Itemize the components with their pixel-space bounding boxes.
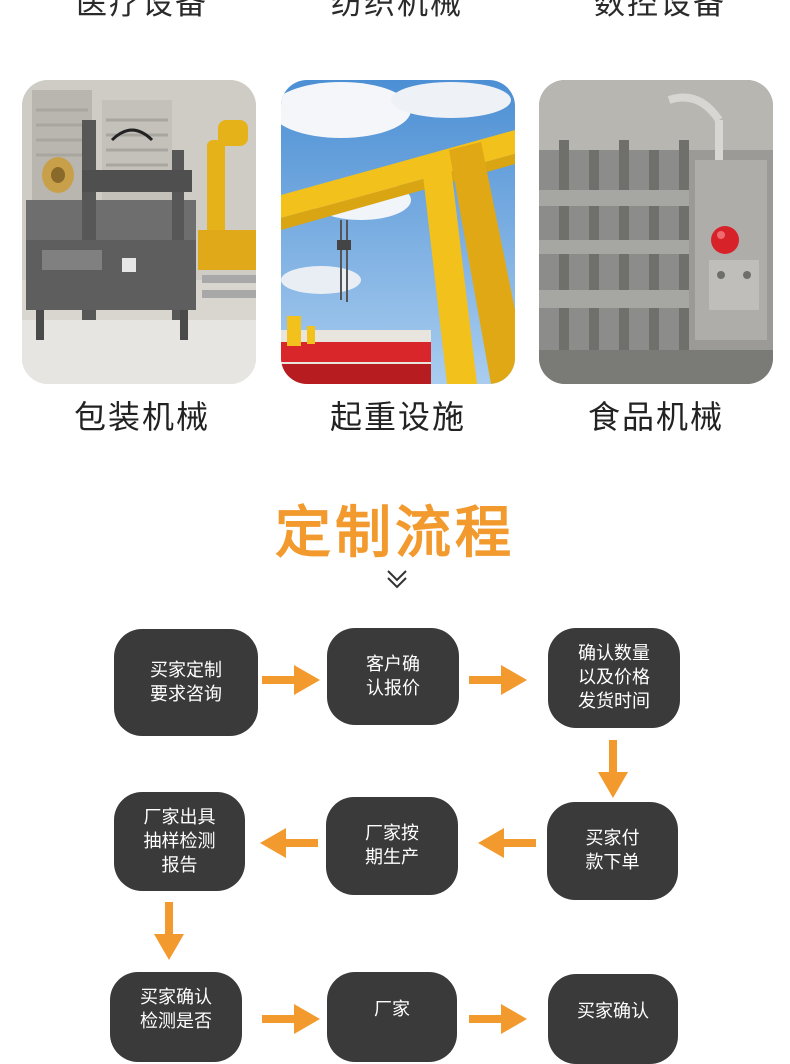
arrow-right-icon bbox=[469, 1004, 527, 1034]
step-confirm-quote: 客户确 认报价 bbox=[327, 628, 459, 725]
step-label: 买家确认 bbox=[577, 1001, 649, 1022]
gantry-crane-photo bbox=[281, 80, 515, 384]
food-machine-photo bbox=[539, 80, 773, 384]
step-manufacturer: 厂家 bbox=[327, 972, 457, 1062]
category-label-textile: 纺织机械 bbox=[331, 0, 463, 22]
arrow-down-icon bbox=[154, 902, 184, 960]
double-chevron-down-icon bbox=[387, 570, 407, 589]
step-label: 买家付 款下单 bbox=[585, 828, 640, 873]
arrow-down-icon bbox=[598, 740, 628, 798]
step-label: 厂家 bbox=[374, 999, 410, 1020]
gantry-crane-image bbox=[281, 80, 515, 384]
category-label-cnc: 数控设备 bbox=[594, 0, 726, 22]
section-title: 定制流程 bbox=[275, 501, 515, 566]
caption-lifting-equipment: 起重设施 bbox=[329, 398, 466, 436]
step-payment-order: 买家付 款下单 bbox=[547, 802, 678, 900]
step-label: 确认数量 以及价格 发货时间 bbox=[578, 643, 650, 712]
step-label: 厂家出具 抽样检测 报告 bbox=[143, 806, 216, 876]
arrow-right-icon bbox=[262, 1004, 320, 1034]
step-label: 买家确认 检测是否 bbox=[140, 987, 212, 1032]
category-label-medical: 医疗设备 bbox=[76, 0, 208, 22]
food-machine-image bbox=[539, 80, 773, 384]
step-label: 买家定制 要求咨询 bbox=[150, 659, 222, 705]
arrow-left-icon bbox=[478, 828, 536, 858]
step-production: 厂家按 期生产 bbox=[326, 797, 458, 895]
step-label: 厂家按 期生产 bbox=[365, 823, 419, 868]
caption-packaging-machinery: 包装机械 bbox=[73, 398, 210, 436]
arrow-left-icon bbox=[260, 828, 318, 858]
step-consult-requirements: 买家定制 要求咨询 bbox=[114, 629, 258, 736]
step-buyer-confirm: 买家确认 bbox=[548, 974, 678, 1064]
step-confirm-quantity-price-delivery: 确认数量 以及价格 发货时间 bbox=[548, 628, 680, 728]
step-label: 客户确 认报价 bbox=[366, 653, 420, 699]
step-sampling-inspection-report: 厂家出具 抽样检测 报告 bbox=[114, 792, 245, 891]
packaging-machine-photo bbox=[22, 80, 256, 384]
arrow-right-icon bbox=[469, 665, 527, 695]
packaging-machine-image bbox=[22, 80, 256, 384]
step-buyer-confirm-inspection: 买家确认 检测是否 bbox=[110, 972, 242, 1062]
caption-food-machinery: 食品机械 bbox=[587, 398, 724, 436]
arrow-right-icon bbox=[262, 665, 320, 695]
